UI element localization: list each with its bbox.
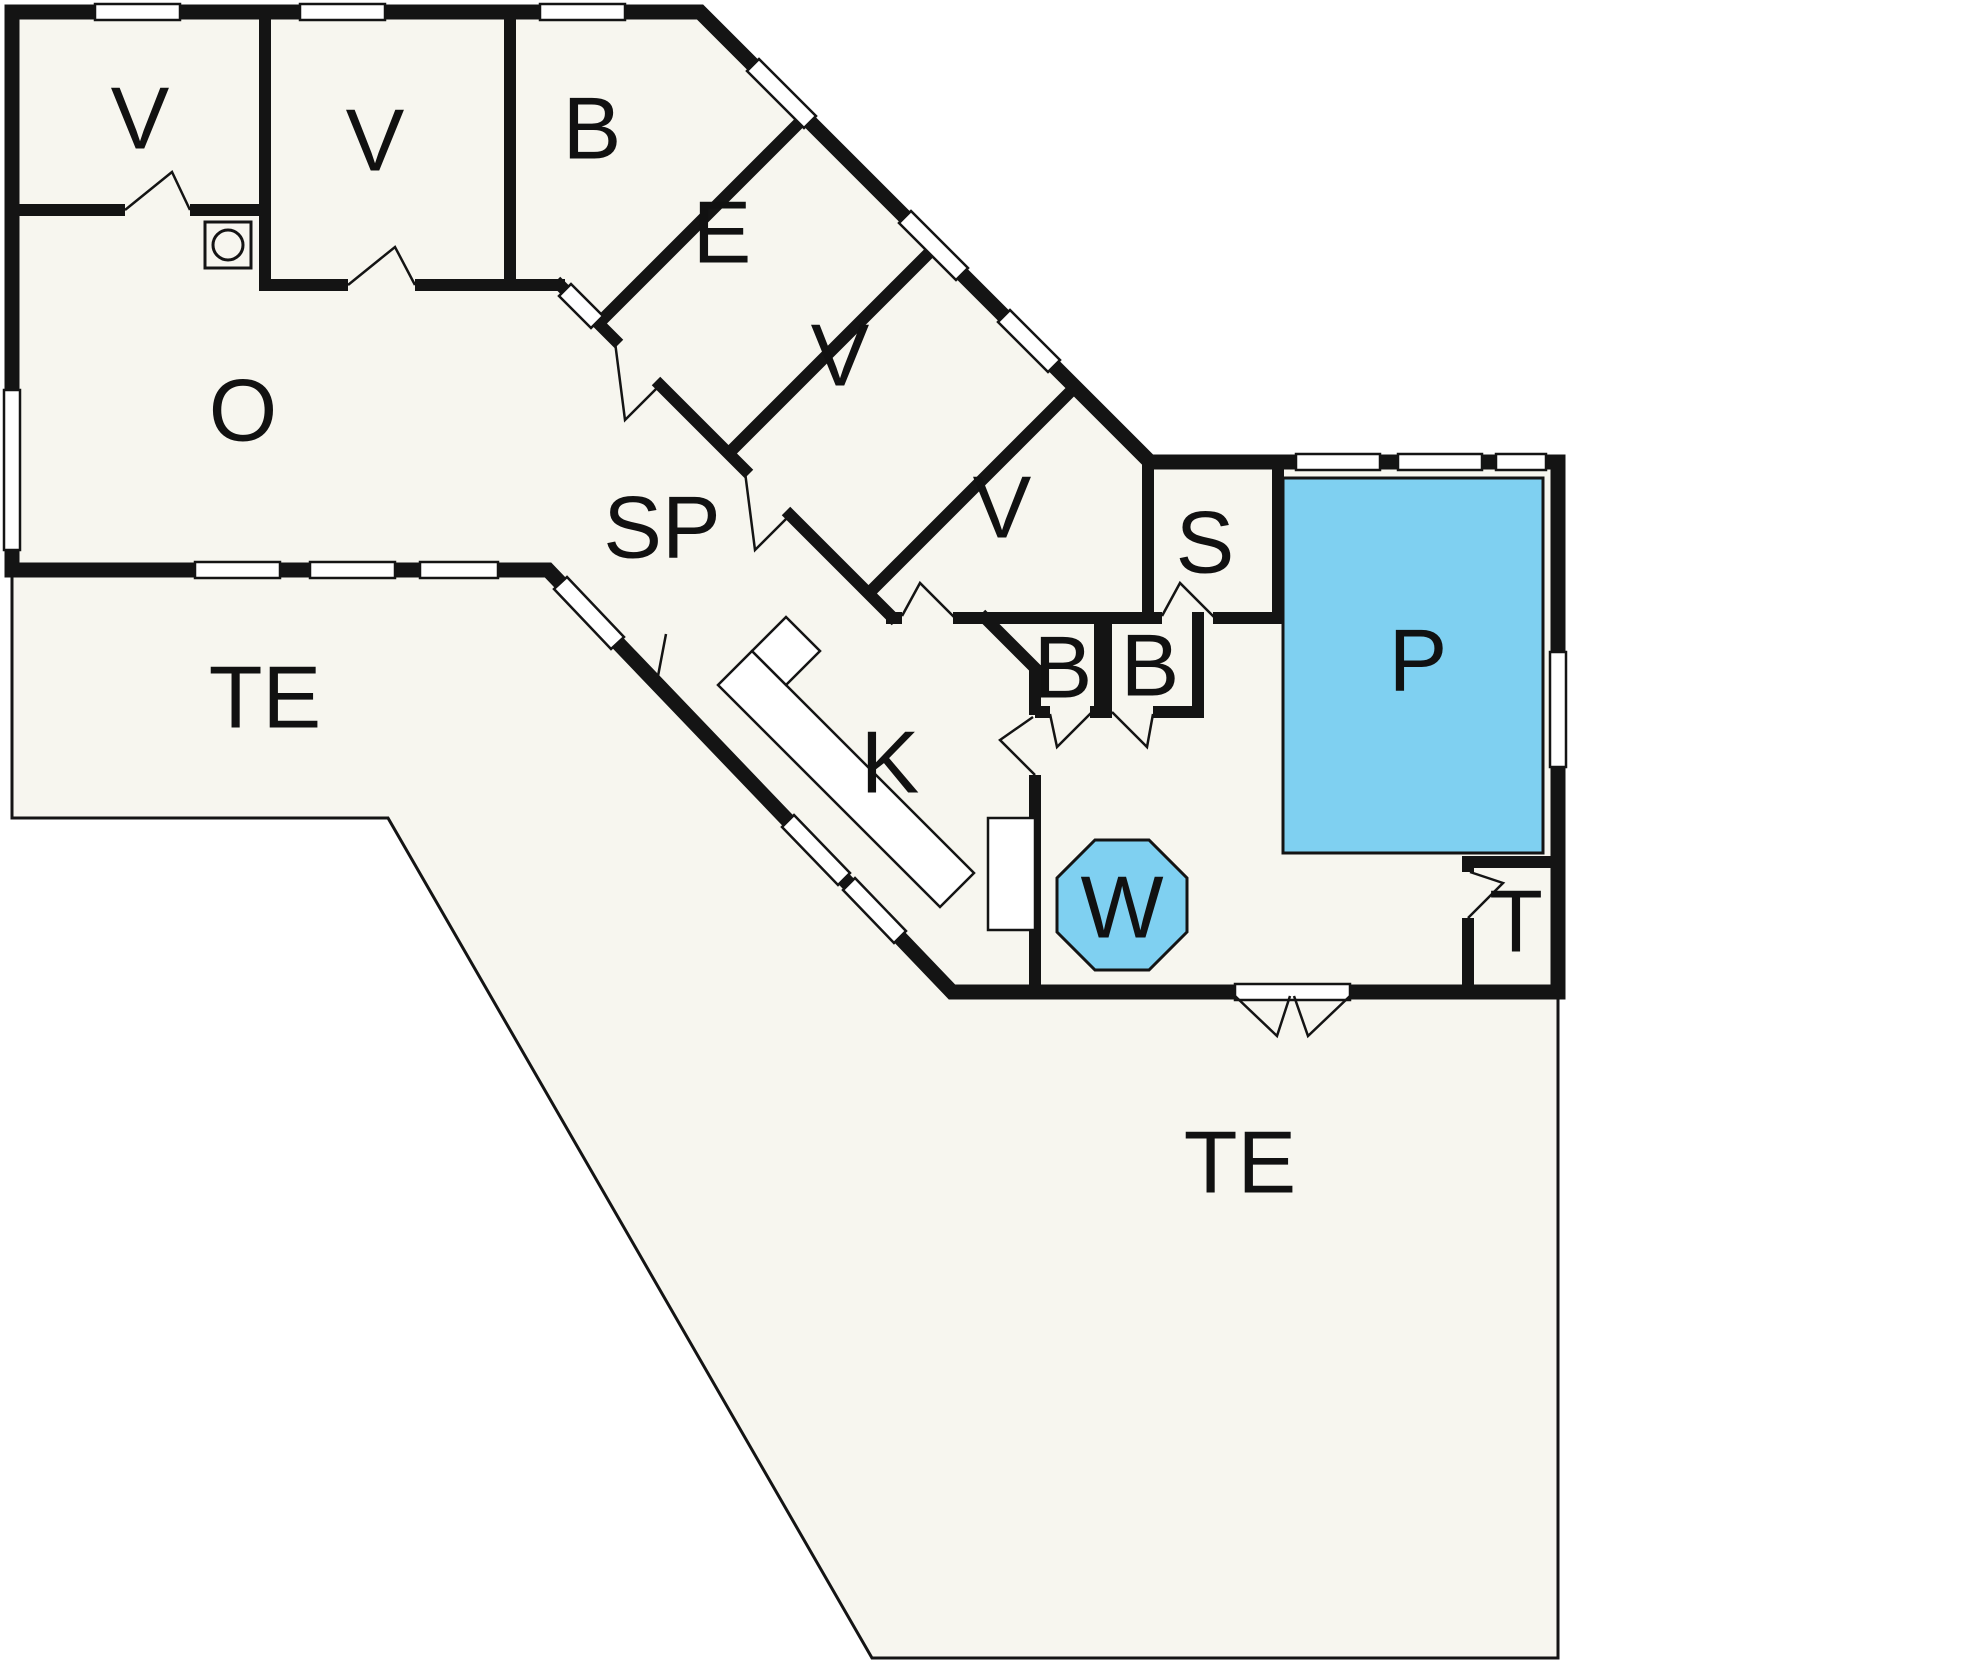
cabinet-partition	[986, 816, 1037, 932]
sliding-door-opening	[552, 575, 626, 651]
fixtures	[203, 220, 1545, 972]
room-label-sp: SP	[603, 478, 720, 577]
window-opening	[745, 57, 818, 130]
room-label-t: T	[1489, 872, 1543, 971]
window-opening	[1494, 452, 1548, 472]
doors	[124, 170, 1506, 1039]
window-opening	[308, 560, 397, 580]
window-opening	[418, 560, 500, 580]
room-label-b3: B	[1121, 616, 1180, 715]
room-label-v2: V	[346, 91, 405, 190]
room-label-v3: V	[811, 306, 870, 405]
kitchen-counter	[716, 649, 976, 909]
door-swings	[124, 170, 1506, 1039]
window-opening	[1294, 452, 1382, 472]
window-opening	[2, 388, 22, 552]
window-opening	[298, 2, 387, 22]
room-labels: V V B E V V O SP TE K B B S P W T TE	[111, 69, 1543, 1212]
whirlpool-tub	[1055, 838, 1189, 972]
exterior-walls	[4, 4, 1566, 1000]
windows	[2, 2, 1568, 1002]
house	[4, 4, 1566, 1000]
window-opening	[1396, 452, 1484, 472]
window-opening	[996, 308, 1062, 374]
interior-walls-left-block	[5, 5, 565, 291]
room-label-s: S	[1176, 493, 1235, 592]
window-opening	[897, 209, 970, 282]
window-opening	[93, 2, 182, 22]
room-label-e: E	[693, 183, 752, 282]
room-label-p: P	[1389, 611, 1448, 710]
room-label-b2: B	[1034, 618, 1093, 717]
room-label-v4: V	[973, 458, 1032, 557]
room-label-te2: TE	[1184, 1113, 1296, 1212]
room-label-te1: TE	[209, 648, 321, 747]
kitchen-counter-end	[750, 615, 822, 687]
room-label-w: W	[1080, 858, 1163, 957]
window-opening	[780, 813, 852, 887]
room-label-k: K	[861, 713, 920, 812]
appliance-drum-icon	[211, 228, 245, 262]
window-opening	[538, 2, 627, 22]
interior-walls-diagonal-wing	[551, 112, 1289, 626]
window-opening	[193, 560, 282, 580]
window-opening	[841, 876, 908, 945]
room-label-b1: B	[563, 79, 622, 178]
room-label-v1: V	[111, 69, 170, 168]
pool-basin	[1281, 476, 1545, 855]
terrace-door-opening	[1233, 982, 1352, 1002]
room-label-o: O	[209, 361, 277, 460]
sliding-door-opening	[557, 282, 605, 330]
window-opening	[1548, 650, 1568, 769]
